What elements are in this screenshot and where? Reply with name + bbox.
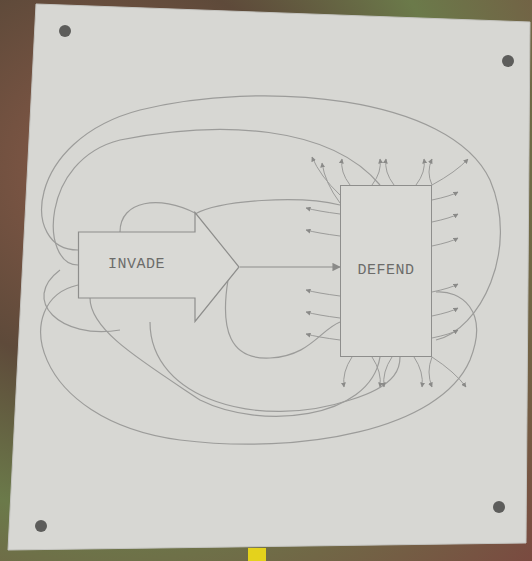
radiating-arrow: [432, 238, 458, 246]
yellow-post: [248, 548, 266, 561]
radiating-arrow: [432, 357, 466, 387]
radiating-arrow: [306, 334, 340, 340]
radiating-arrow: [306, 230, 340, 236]
plate-face: [8, 4, 530, 550]
radiating-arrow: [432, 308, 458, 316]
radiating-arrow: [342, 159, 350, 185]
radiating-arrow: [429, 357, 432, 387]
connector-arrow: [240, 266, 340, 267]
radiating-arrow: [312, 157, 340, 195]
bolt: [59, 25, 71, 37]
radiating-arrow: [414, 357, 422, 387]
bolt: [493, 501, 505, 513]
loop-line: [195, 200, 340, 214]
radiating-arrow: [372, 357, 380, 387]
radiating-arrow: [429, 159, 432, 185]
radiating-arrow: [386, 159, 394, 185]
radiating-arrow: [432, 192, 458, 200]
node-label: INVADE: [108, 256, 165, 274]
loop-line: [120, 203, 195, 232]
radiating-arrow: [432, 159, 468, 185]
radiating-arrow: [306, 312, 340, 318]
radiating-arrow: [306, 290, 340, 296]
radiating-arrow: [384, 357, 392, 387]
bolt: [502, 55, 514, 67]
arrow-shape: [79, 213, 240, 322]
radiating-arrow: [372, 159, 380, 185]
radiating-arrow: [322, 163, 340, 203]
radiating-arrow: [344, 357, 352, 387]
radiating-arrow: [432, 214, 458, 222]
loop-line: [90, 298, 380, 416]
radiating-arrow: [416, 159, 424, 185]
loops: [41, 96, 501, 444]
node-label: DEFEND: [357, 262, 414, 280]
radiating-arrow: [306, 208, 340, 214]
loop-line: [225, 280, 340, 358]
radiating-arrow: [432, 284, 458, 292]
radiating-arrows: [306, 157, 468, 387]
bolt: [35, 520, 47, 532]
arrow-box: INVADE: [78, 212, 240, 322]
process-box: DEFEND: [340, 185, 432, 357]
radiating-arrow: [432, 330, 458, 338]
